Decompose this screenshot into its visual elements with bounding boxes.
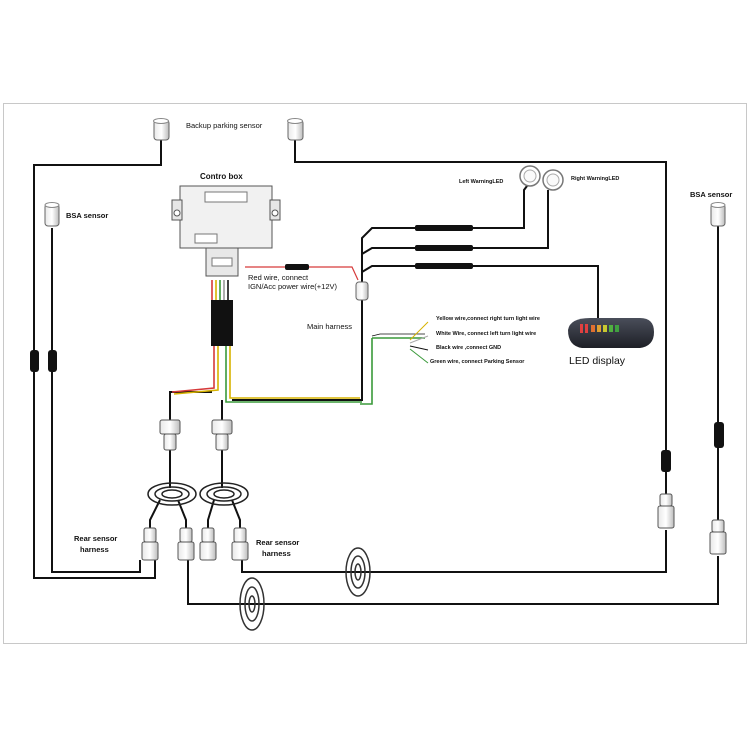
wire-right-bottom	[241, 530, 667, 573]
bsa-sensor-left-icon	[44, 202, 60, 227]
control-box-icon	[171, 185, 281, 277]
fuse-icon	[285, 264, 309, 270]
backup-sensor-right-icon	[287, 118, 304, 141]
rear-connectors	[141, 419, 727, 561]
left-warning-led-icon	[519, 165, 541, 187]
right-warning-led-label: Right WarningLED	[571, 176, 620, 182]
wire-coil-icon	[239, 547, 371, 631]
wire-right-led	[361, 190, 549, 285]
wire-fan	[409, 321, 429, 364]
rear-sensor-harness-right-label-2: harness	[262, 549, 291, 558]
right-warning-led-icon	[542, 169, 564, 191]
led-display-label: LED display	[569, 355, 626, 367]
red-wire-label-1: Red wire, connect	[248, 273, 309, 282]
wire-branch-left	[169, 391, 212, 420]
black-wire-label: Black wire ,connect GND	[436, 345, 502, 351]
connector-icon	[177, 527, 195, 561]
wire-coil-l2	[177, 499, 187, 530]
connector-icon	[657, 493, 675, 529]
white-wire-label: White Wire, connect left turn light wire	[436, 331, 537, 337]
green-wire-label: Green wire, connect Parking Sensor	[430, 359, 525, 365]
control-box-label: Contro box	[200, 172, 243, 181]
red-wire-label-2: IGN/Acc power wire(+12V)	[248, 282, 337, 291]
main-harness-connector-icon	[355, 281, 369, 301]
wire-left-led	[361, 181, 531, 285]
rear-sensor-harness-left-label-2: harness	[80, 545, 109, 554]
wire-bsa-right-bottom	[187, 556, 719, 605]
connector-icon	[159, 419, 181, 451]
connector-icon	[231, 527, 249, 561]
wire-display	[361, 265, 599, 320]
wire-main-down	[232, 300, 363, 401]
connector-icon	[709, 519, 727, 555]
backup-sensor-left-icon	[153, 118, 170, 141]
wire-coil-r1	[207, 499, 215, 530]
yellow-wire-label: Yellow wire,connect right turn light wir…	[436, 316, 540, 322]
coiled-harness-icon	[147, 482, 249, 506]
rear-sensor-harness-right-label-1: Rear sensor	[256, 538, 300, 547]
main-harness-label: Main harness	[307, 322, 353, 331]
led-display-icon	[568, 318, 654, 348]
wire-bsa-left	[51, 228, 141, 573]
wire-sleeves	[30, 225, 724, 472]
connector-icon	[211, 419, 233, 451]
backup-parking-sensor-label: Backup parking sensor	[186, 121, 263, 130]
wire-backup-right	[294, 140, 667, 500]
black-wires	[33, 132, 719, 605]
harness-sleeve-icon	[211, 300, 233, 346]
diagram-frame	[3, 103, 747, 644]
wire-coil-r2	[231, 499, 241, 530]
wire-coil-l1	[149, 499, 161, 530]
bsa-sensor-left-label: BSA sensor	[66, 211, 109, 220]
bsa-sensor-right-icon	[710, 202, 726, 227]
left-warning-led-label: Left WarningLED	[459, 179, 504, 185]
rear-sensor-harness-left-label-1: Rear sensor	[74, 534, 118, 543]
connector-icon	[199, 527, 217, 561]
bsa-sensor-right-label: BSA sensor	[690, 190, 733, 199]
colored-wires	[171, 266, 425, 405]
connector-icon	[141, 527, 159, 561]
